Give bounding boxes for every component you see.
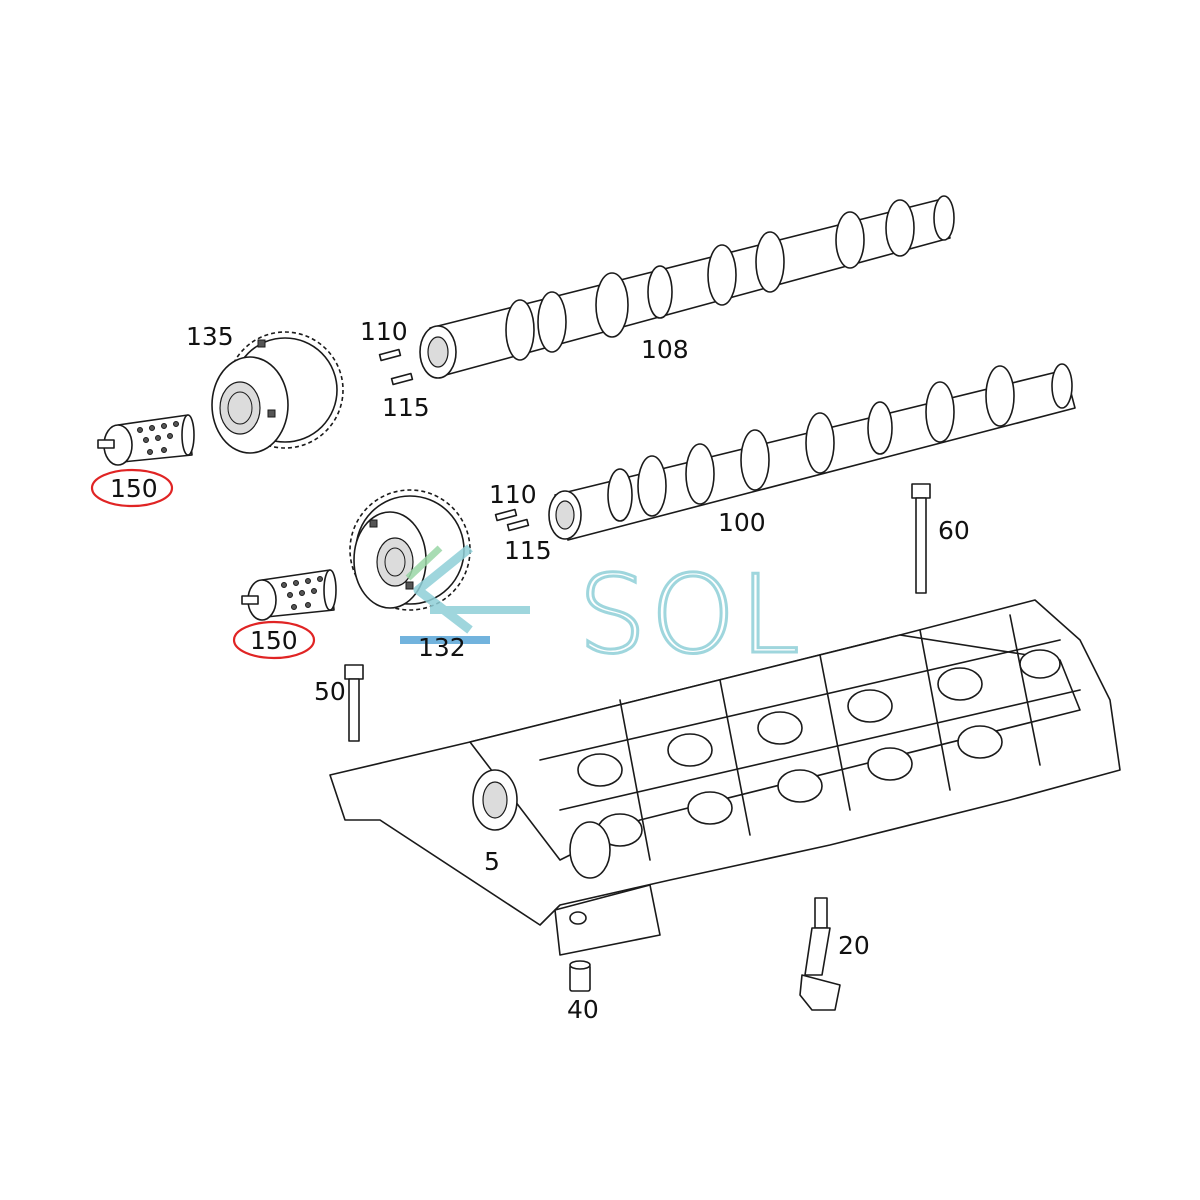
- camshaft-100: [548, 363, 1076, 541]
- label-135: 135: [186, 322, 234, 351]
- label-100: 100: [718, 508, 766, 537]
- watermark-text: SOL: [578, 553, 804, 678]
- label-150-upper: 150: [110, 474, 158, 503]
- central-valve-150-lower: [241, 569, 337, 621]
- sol-logo-icon: [400, 544, 530, 644]
- bolt-50: [344, 664, 364, 742]
- label-50: 50: [314, 677, 346, 706]
- sol-watermark: SOL: [400, 544, 804, 680]
- label-150-lower: 150: [250, 626, 298, 655]
- label-60: 60: [938, 516, 970, 545]
- label-115-upper: 115: [382, 393, 430, 422]
- pins-110-115-lower: [494, 508, 530, 532]
- cam-adjuster-132: [349, 489, 471, 611]
- label-40: 40: [567, 995, 599, 1024]
- camshaft-108: [419, 195, 955, 379]
- pins-110-115-upper: [378, 348, 414, 386]
- camshaft-housing-5: [329, 599, 1121, 956]
- label-110-lower: 110: [489, 480, 537, 509]
- bolt-60: [911, 483, 931, 594]
- label-115-lower: 115: [504, 536, 552, 565]
- label-20: 20: [838, 931, 870, 960]
- highlight-circle-150-lower: [232, 620, 316, 660]
- highlight-circle-150-upper: [90, 468, 174, 508]
- label-5: 5: [484, 847, 500, 876]
- sleeve-40: [569, 960, 591, 992]
- label-110-upper: 110: [360, 317, 408, 346]
- label-108: 108: [641, 335, 689, 364]
- central-valve-150-upper: [97, 414, 195, 466]
- plug-20: [799, 897, 841, 1011]
- cam-adjuster-135: [211, 331, 344, 454]
- label-132: 132: [418, 633, 466, 662]
